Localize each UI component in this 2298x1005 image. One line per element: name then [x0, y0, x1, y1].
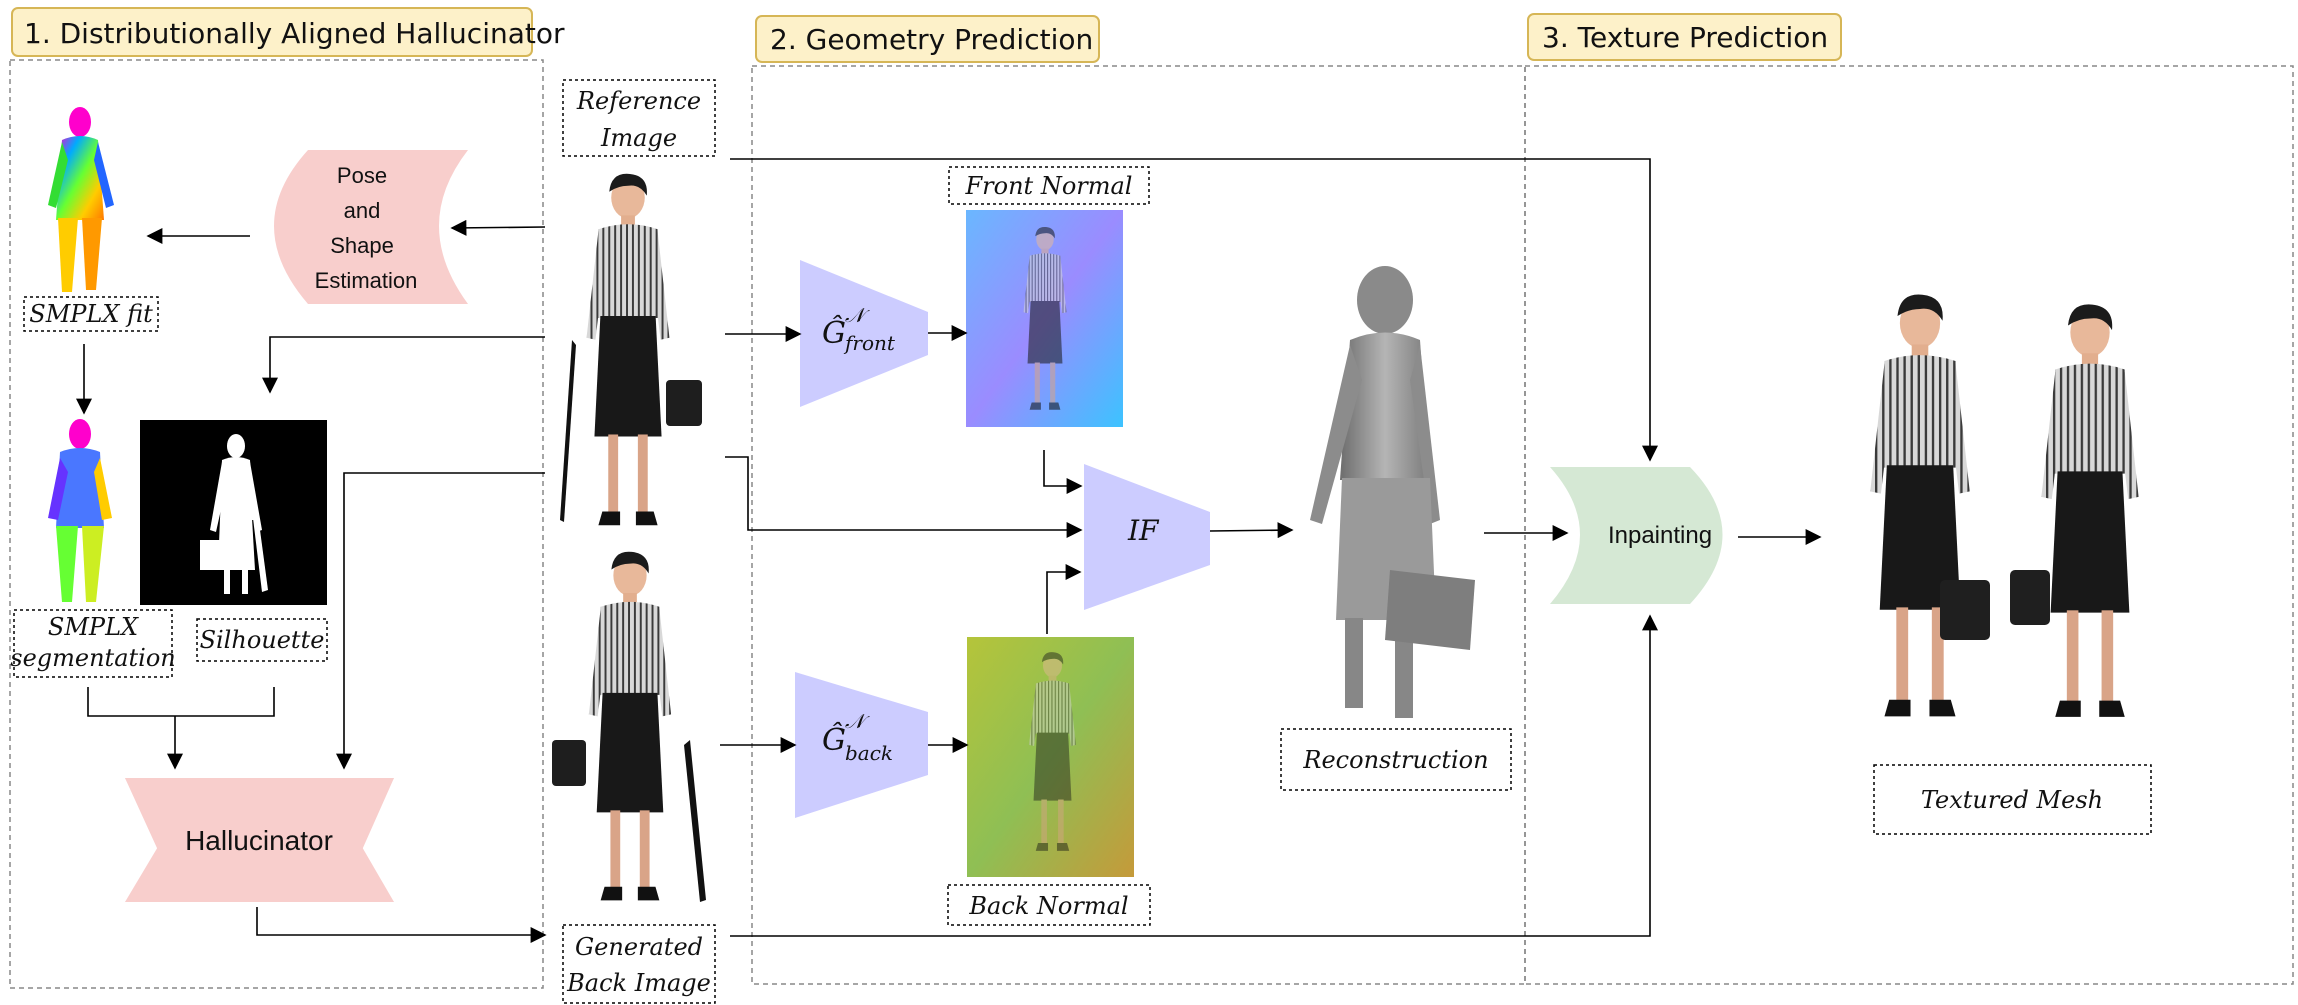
svg-text:Silhouette: Silhouette [200, 626, 325, 654]
inpainting-block: Inpainting [1550, 467, 1723, 604]
reference-image-label: Reference Image [562, 79, 716, 157]
stage-1-region [9, 59, 544, 989]
reconstruction-mesh-image [1310, 266, 1475, 718]
svg-text:and: and [344, 198, 381, 223]
reconstruction-label: Reconstruction [1280, 728, 1512, 791]
svg-text:IF: IF [1127, 514, 1160, 547]
smplx-segmentation-label: SMPLX segmentation [10, 609, 176, 678]
g-front-network-block: Ĝ 𝒩 front [800, 260, 928, 407]
stage-3-title: 3. Texture Prediction [1527, 13, 1842, 61]
svg-text:back: back [845, 741, 893, 765]
svg-text:Reference: Reference [576, 87, 701, 115]
svg-text:Back Image: Back Image [566, 969, 711, 997]
svg-text:1. Distributionally Aligned Ha: 1. Distributionally Aligned Hallucinator [24, 17, 565, 50]
stage-1-title: 1. Distributionally Aligned Hallucinator [11, 7, 565, 57]
back-normal-image [967, 637, 1134, 877]
svg-text:Front Normal: Front Normal [965, 172, 1133, 200]
hallucinator-block: Hallucinator [125, 778, 394, 902]
svg-text:Generated: Generated [575, 933, 703, 961]
svg-text:Ĝ: Ĝ [822, 722, 846, 758]
svg-text:SMPLX: SMPLX [48, 613, 139, 641]
svg-text:Ĝ: Ĝ [822, 315, 846, 351]
svg-text:Back Normal: Back Normal [968, 892, 1128, 920]
generated-back-image-label: Generated Back Image [562, 924, 716, 1004]
reference-image [560, 173, 702, 526]
generated-back-image [552, 551, 706, 902]
svg-text:Hallucinator: Hallucinator [185, 825, 333, 856]
svg-text:Image: Image [600, 124, 677, 152]
svg-text:3. Texture Prediction: 3. Texture Prediction [1542, 21, 1828, 54]
stage-3-region [1524, 65, 2294, 985]
textured-mesh-image [1870, 294, 2139, 717]
svg-text:Shape: Shape [330, 233, 394, 258]
textured-mesh-label: Textured Mesh [1873, 764, 2152, 835]
silhouette-label: Silhouette [196, 618, 328, 662]
smplx-fit-body-image [48, 107, 114, 292]
back-normal-label: Back Normal [947, 884, 1151, 926]
svg-text:SMPLX fit: SMPLX fit [29, 300, 153, 328]
svg-text:segmentation: segmentation [10, 644, 175, 672]
stage-2-title: 2. Geometry Prediction [755, 15, 1100, 63]
smplx-fit-label: SMPLX fit [23, 296, 159, 332]
svg-text:front: front [843, 331, 896, 355]
connectors [76, 158, 1822, 943]
front-normal-image [966, 210, 1123, 427]
svg-text:Inpainting: Inpainting [1608, 522, 1712, 549]
svg-text:2. Geometry Prediction: 2. Geometry Prediction [770, 23, 1093, 56]
svg-text:Pose: Pose [337, 163, 387, 188]
pose-shape-estimation-block: Pose and Shape Estimation [274, 150, 468, 304]
smplx-segmentation-body-image [48, 419, 112, 602]
svg-text:Textured Mesh: Textured Mesh [1921, 786, 2103, 814]
front-normal-label: Front Normal [948, 166, 1150, 205]
svg-text:Estimation: Estimation [315, 268, 418, 293]
g-back-network-block: Ĝ 𝒩 back [795, 672, 928, 818]
if-network-block: IF [1084, 464, 1210, 610]
silhouette-image [140, 420, 327, 605]
svg-text:Reconstruction: Reconstruction [1302, 746, 1488, 774]
